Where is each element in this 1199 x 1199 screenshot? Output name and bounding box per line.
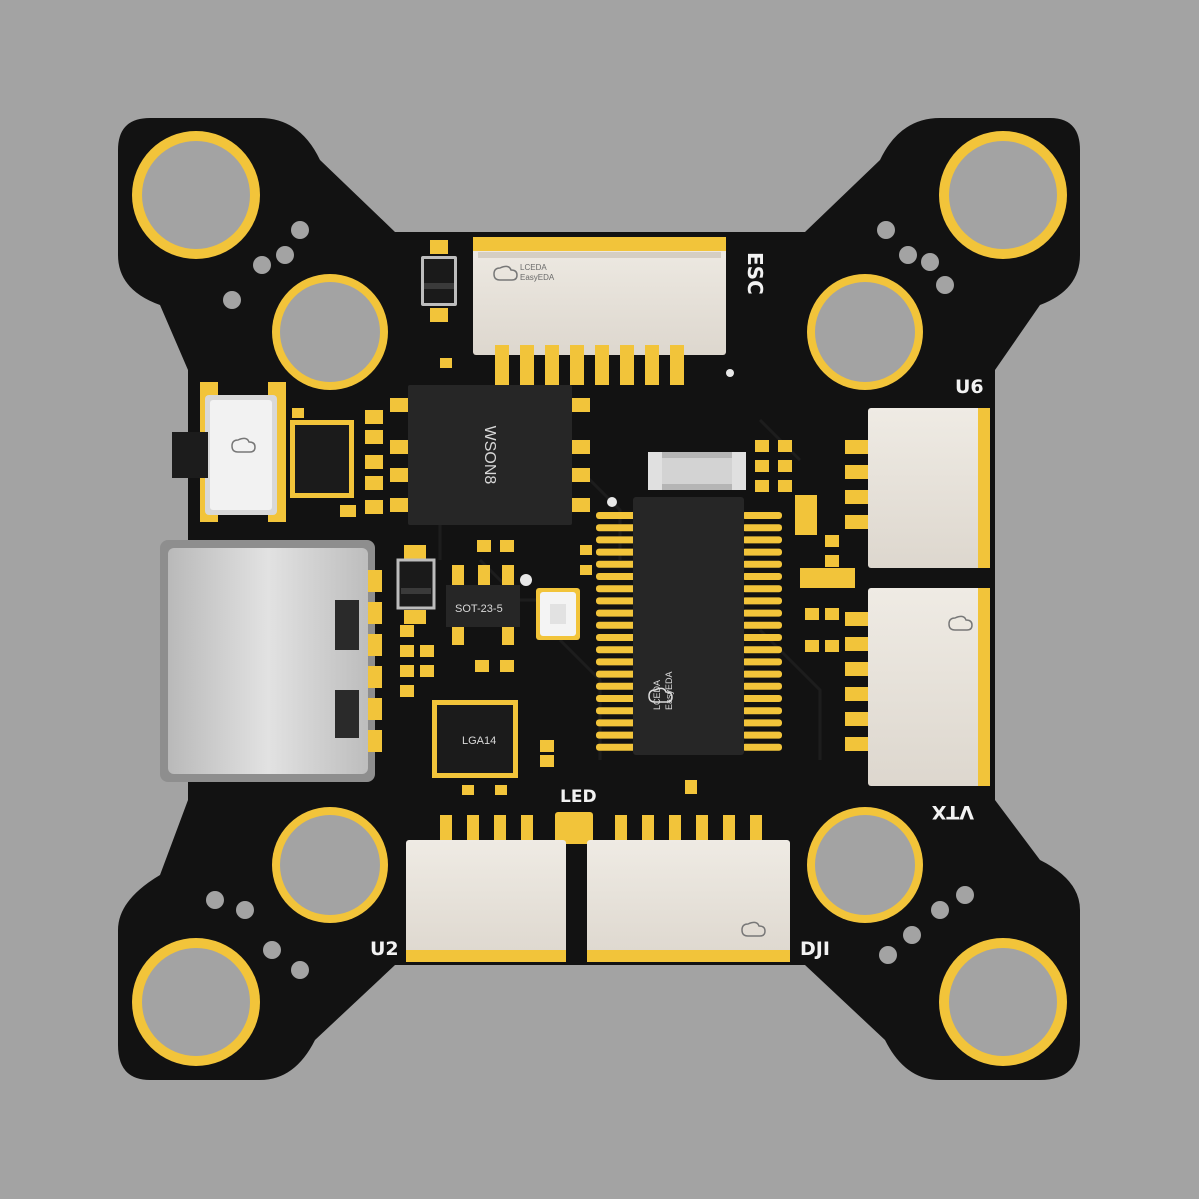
mcu-pin bbox=[742, 536, 782, 544]
sot23-regulator: SOT-23-5 bbox=[446, 565, 520, 645]
u2-label: U2 bbox=[370, 938, 399, 960]
mcu-logo-icon bbox=[648, 687, 673, 703]
mount-hole-inner-top-right bbox=[807, 274, 923, 390]
mcu-logo-line1: LCEDA bbox=[652, 680, 662, 710]
led bbox=[555, 812, 593, 844]
passives-left bbox=[292, 408, 383, 517]
led-label: LED bbox=[560, 787, 597, 807]
mcu-pin bbox=[742, 548, 782, 556]
vtx-logo-icon bbox=[948, 615, 973, 631]
mcu-pin bbox=[596, 707, 636, 715]
mcu-pin bbox=[742, 634, 782, 641]
mcu-pin bbox=[596, 560, 636, 568]
mcu-pin bbox=[596, 609, 636, 617]
mcu-pin bbox=[742, 731, 782, 739]
dji-label: DJI bbox=[800, 938, 830, 960]
mcu-pin bbox=[742, 597, 782, 605]
mcu-pin bbox=[742, 707, 782, 715]
usb-c-port bbox=[160, 540, 382, 782]
test-points bbox=[520, 369, 734, 586]
mcu-pin bbox=[596, 536, 636, 544]
mount-hole-inner-top-left bbox=[272, 274, 388, 390]
mcu-pin bbox=[742, 560, 782, 568]
diode-top-left bbox=[421, 240, 457, 322]
passives-right bbox=[755, 440, 855, 652]
mcu-pin bbox=[742, 585, 782, 593]
mcu-pin bbox=[596, 524, 636, 532]
mcu-pin bbox=[596, 585, 636, 593]
dji-logo-icon bbox=[741, 921, 766, 937]
u6-label: U6 bbox=[955, 376, 984, 398]
boot-switch bbox=[172, 382, 286, 522]
mount-hole-bottom-right bbox=[939, 938, 1067, 1066]
mcu-pin bbox=[742, 524, 782, 532]
crystal bbox=[648, 452, 746, 490]
lga14-chip-label: LGA14 bbox=[462, 735, 496, 747]
baro-sensor bbox=[536, 588, 580, 640]
esc-connector: LCEDA EasyEDA bbox=[473, 237, 726, 385]
mcu-pin bbox=[742, 609, 782, 617]
easyeda-logo-icon bbox=[493, 265, 518, 281]
esc-logo-line2: EasyEDA bbox=[520, 273, 555, 282]
mount-hole-top-right bbox=[939, 131, 1067, 259]
mcu-pin bbox=[596, 597, 636, 605]
mcu-pin bbox=[596, 634, 636, 641]
vtx-label: VTX bbox=[931, 801, 974, 823]
mount-hole-inner-bottom-right bbox=[807, 807, 923, 923]
mcu-pin bbox=[596, 548, 636, 556]
via-holes bbox=[206, 221, 974, 979]
mcu-pin bbox=[596, 621, 636, 629]
mount-hole-top-left bbox=[132, 131, 260, 259]
mcu-pin bbox=[742, 646, 782, 654]
lga14-imu: LGA14 bbox=[432, 700, 518, 778]
mcu-pin bbox=[742, 512, 782, 519]
mcu-logo-line2: EasyEDA bbox=[664, 671, 674, 710]
esc-logo-line1: LCEDA bbox=[520, 263, 547, 272]
mcu-pin bbox=[596, 646, 636, 654]
mcu-pin bbox=[742, 743, 782, 751]
mcu-pin bbox=[596, 743, 636, 751]
esc-label: ESC bbox=[743, 252, 767, 295]
cloud-logo-icon bbox=[231, 437, 256, 453]
mcu-pin bbox=[742, 670, 782, 678]
mcu-pin bbox=[742, 719, 782, 727]
mcu-pin bbox=[742, 621, 782, 629]
wson8-chip-label: WSON8 bbox=[481, 426, 498, 485]
mcu-pin bbox=[742, 682, 782, 690]
vtx-connector bbox=[845, 588, 990, 786]
mcu-pin bbox=[596, 731, 636, 739]
diode-left bbox=[396, 545, 436, 624]
mcu-pin bbox=[742, 573, 782, 580]
mcu-pin bbox=[596, 682, 636, 690]
sot23-chip-label: SOT-23-5 bbox=[455, 603, 503, 615]
mcu-pin bbox=[596, 719, 636, 727]
mcu-pin bbox=[596, 512, 636, 519]
mcu-pin bbox=[742, 695, 782, 702]
mcu-pin bbox=[596, 573, 636, 580]
wson8-chip: WSON8 bbox=[390, 385, 590, 525]
passives-middle bbox=[400, 358, 697, 795]
mcu-chip: LCEDA EasyEDA bbox=[596, 497, 782, 755]
mcu-pin bbox=[742, 658, 782, 666]
mcu-pin bbox=[596, 658, 636, 666]
u2-connector bbox=[406, 815, 566, 962]
mount-hole-inner-bottom-left bbox=[272, 807, 388, 923]
u6-connector bbox=[845, 408, 990, 568]
mcu-pin bbox=[596, 670, 636, 678]
mount-hole-bottom-left bbox=[132, 938, 260, 1066]
dji-connector bbox=[587, 815, 790, 962]
mcu-pin bbox=[596, 695, 636, 702]
qfn-chip bbox=[290, 420, 354, 498]
